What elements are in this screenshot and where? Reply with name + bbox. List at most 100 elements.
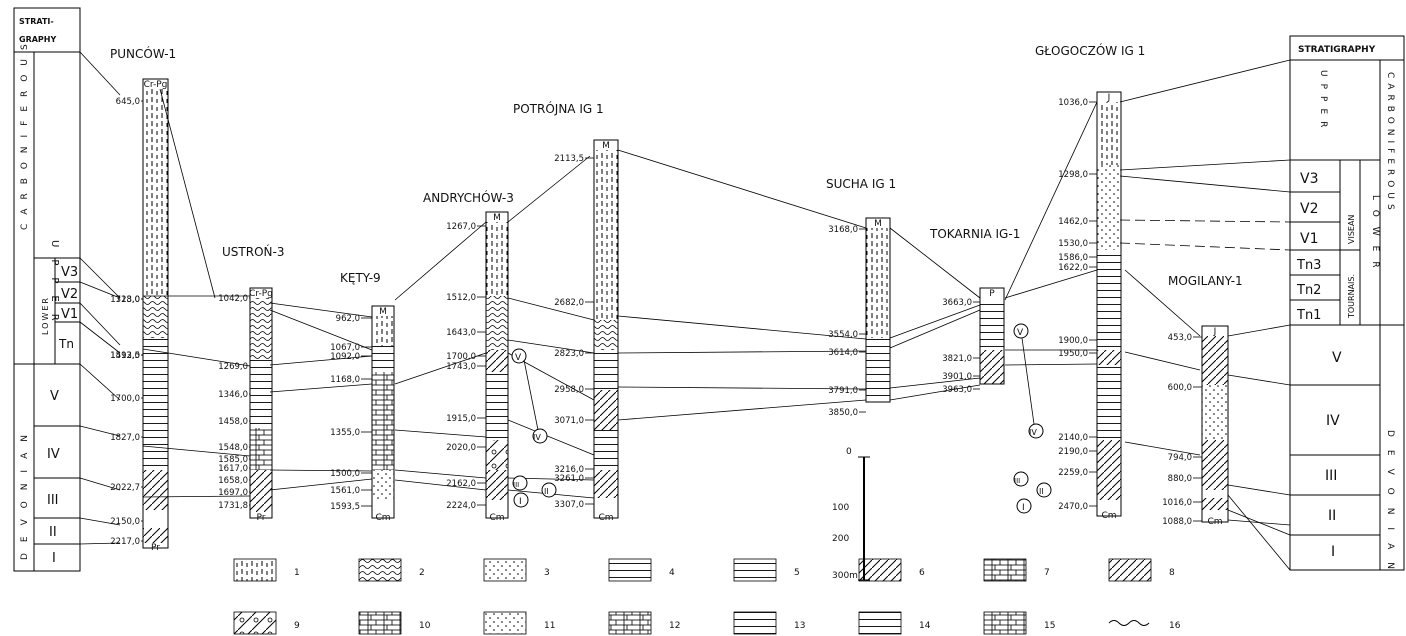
depth-label: 600,0 — [1168, 383, 1192, 393]
lithology-segment — [1097, 250, 1121, 350]
depth-label: 1500,0 — [330, 469, 360, 479]
marker-i-andrychow: I — [519, 497, 522, 507]
depth-label: 2140,0 — [1058, 433, 1088, 443]
depth-label: 1168,0 — [330, 375, 360, 385]
well-name: PUNCÓW-1 — [110, 46, 176, 61]
strat-left-dev-ii: II — [49, 525, 57, 540]
top-formation-code: Cr-Pg — [144, 80, 168, 90]
legend-number: 3 — [544, 568, 550, 578]
legend-swatch — [1109, 559, 1151, 581]
strat-right-tn1: Tn1 — [1296, 308, 1321, 323]
strat-right-visean: VISEAN — [1347, 215, 1356, 244]
depth-label: 1900,0 — [1058, 336, 1088, 346]
strat-left-v2: V2 — [61, 287, 78, 302]
lithology-segment — [486, 470, 508, 500]
legend-item-14: 14 — [859, 612, 931, 634]
depth-label: 962,0 — [336, 314, 360, 324]
legend-number: 11 — [544, 621, 555, 631]
marker-ii-andrychow: II — [544, 487, 549, 496]
lithology-segment — [1097, 350, 1121, 365]
legend-swatch — [484, 612, 526, 634]
lithology-segment — [143, 528, 168, 543]
markers: V IV III II I V IV III II I — [512, 324, 1051, 513]
marker-i-glogoczow: I — [1022, 503, 1025, 513]
depth-label: 2682,0 — [554, 298, 584, 308]
strat-column-left: STRATI- GRAPHY CARBONIFEROUS DEVONIAN UP… — [14, 8, 120, 571]
legend-item-10: 10 — [359, 612, 431, 634]
legend-swatch — [984, 612, 1026, 634]
depth-label: 1355,0 — [330, 428, 360, 438]
strat-left-devonian: DEVONIAN — [20, 424, 30, 560]
legend-swatch — [734, 612, 776, 634]
well-1: USTROŃ-3Cr-PgPr1042,01269,01346,01458,01… — [218, 244, 284, 523]
strat-left-lower: LOWER — [41, 296, 50, 335]
strat-left-dev-iv: IV — [47, 447, 60, 462]
well-name: TOKARNIA IG-1 — [929, 227, 1020, 241]
bottom-formation-code: Cm — [1207, 517, 1222, 527]
depth-label: 1530,0 — [1058, 239, 1088, 249]
depth-label: 1346,0 — [218, 390, 248, 400]
depth-label: 1092,0 — [330, 352, 360, 362]
strat-right-devonian: DEVONIAN — [1385, 430, 1395, 582]
legend-number: 4 — [669, 568, 675, 578]
legend-swatch — [1109, 621, 1149, 626]
top-formation-code: M — [379, 307, 387, 317]
depth-label: 1267,0 — [446, 222, 476, 232]
lithology-segment — [1202, 385, 1228, 440]
strat-column-right: STRATIGRAPHY UPPER LOWER CARBONIFEROUS D… — [1290, 36, 1404, 582]
well-name: SUCHA IG 1 — [826, 177, 896, 191]
lithology-segment — [1097, 102, 1121, 165]
marker-v-tokarnia: V — [1017, 328, 1024, 338]
depth-label: 1700,0 — [110, 394, 140, 404]
lithology-segment — [1202, 336, 1228, 385]
legend-number: 12 — [669, 621, 680, 631]
strat-right-carboniferous: CARBONIFEROUS — [1385, 72, 1395, 215]
legend-item-12: 12 — [609, 612, 680, 634]
depth-label: 2113,5 — [554, 154, 584, 164]
well-name: GŁOGOCZÓW IG 1 — [1035, 43, 1145, 58]
strat-left-tn: Tn — [58, 337, 74, 351]
legend-swatch — [859, 559, 901, 581]
lithology-segment — [594, 390, 618, 430]
depth-label: 2190,0 — [1058, 447, 1088, 457]
lithology-segment — [486, 350, 508, 372]
top-formation-code: M — [602, 141, 610, 151]
strat-right-dev-iv: IV — [1326, 413, 1340, 429]
legend-swatch — [609, 559, 651, 581]
lithology-segment — [980, 298, 1004, 350]
well-name: MOGILANY-1 — [1168, 274, 1243, 288]
strat-right-dev-iii: III — [1325, 468, 1337, 484]
legend-swatch — [484, 559, 526, 581]
well-4: POTRÓJNA IG 1MCm2113,52682,02823,02958,0… — [513, 101, 618, 523]
legend-item-8: 8 — [1109, 559, 1175, 581]
strat-right-dev-ii: II — [1328, 508, 1336, 524]
lithology-segment — [250, 470, 272, 512]
bottom-formation-code: Cm — [375, 513, 390, 523]
top-formation-code: Cr-Pg — [249, 289, 273, 299]
depth-label: 453,0 — [1168, 333, 1192, 343]
legend-swatch — [234, 559, 276, 581]
well-8: MOGILANY-1JCm453,0600,0794,0880,01016,01… — [1162, 274, 1242, 527]
legend-swatch — [859, 612, 901, 634]
depth-label: 3261,0 — [554, 474, 584, 484]
depth-label: 1700,0 — [446, 352, 476, 362]
lithology-segment — [594, 470, 618, 498]
depth-label: 3663,0 — [942, 298, 972, 308]
well-3: ANDRYCHÓW-3MCm1267,01512,01643,01700,017… — [423, 190, 514, 523]
depth-label: 1016,0 — [1162, 498, 1192, 508]
lithology-segment — [372, 372, 394, 470]
well-name: USTROŃ-3 — [222, 244, 284, 259]
top-formation-code: P — [989, 289, 995, 299]
lithology-segment — [372, 470, 394, 500]
depth-label: 2224,0 — [446, 501, 476, 511]
depth-label: 3307,0 — [554, 500, 584, 510]
depth-label: 1950,0 — [1058, 349, 1088, 359]
lithology-segment — [980, 350, 1004, 384]
bottom-formation-code: Cm — [1101, 511, 1116, 521]
legend-item-9: 9 — [234, 612, 300, 634]
lithology-segment — [372, 346, 394, 372]
strat-left-v3: V3 — [61, 265, 78, 280]
depth-label: 1658,0 — [218, 476, 248, 486]
legend-number: 14 — [919, 621, 931, 631]
lithology-segment — [250, 428, 272, 470]
